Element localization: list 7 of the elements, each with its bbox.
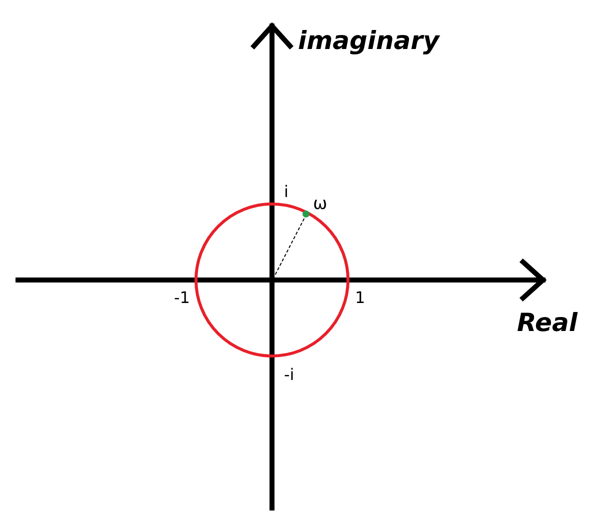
point-label: ω bbox=[313, 196, 328, 213]
tick-label: 1 bbox=[355, 290, 366, 306]
point-label: -i bbox=[284, 367, 294, 383]
axis-label: Real bbox=[517, 310, 578, 335]
tick-label: -1 bbox=[174, 290, 190, 306]
axis-label: imaginary bbox=[298, 28, 440, 53]
point-label: i bbox=[284, 184, 288, 200]
